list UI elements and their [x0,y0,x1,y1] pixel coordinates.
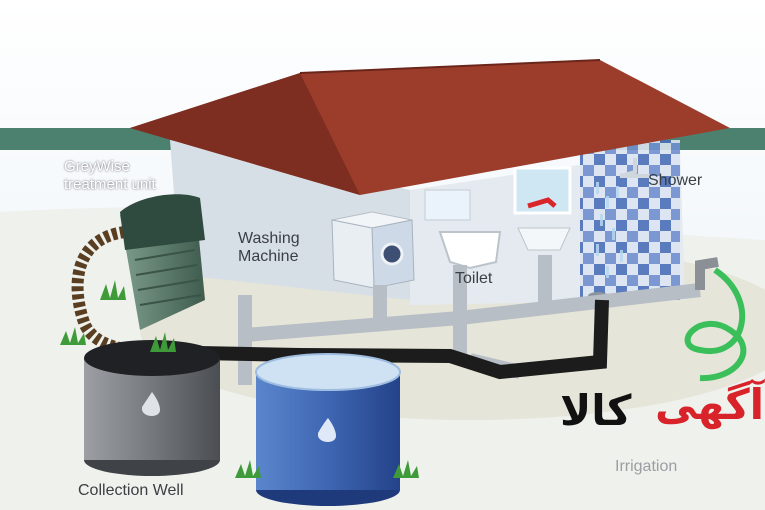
shower-head [619,158,650,178]
collection-well-drop-icon [142,392,160,416]
black-drain-pipe [149,299,609,380]
label-treatment-unit: GreyWise treatment unit [64,158,156,194]
outdoor-faucet [695,257,719,290]
sink [517,227,571,251]
collection-well-top [84,340,220,376]
label-washing-machine-line2: Machine [238,248,299,265]
watermark-word-1: آگهی [655,380,765,429]
label-treatment-unit-line2: treatment unit [64,176,156,193]
shower-tiles [580,140,680,300]
treatment-unit-lid [120,194,205,250]
label-irrigation: Irrigation [615,458,678,475]
basin-cabinet [424,189,471,221]
label-treatment-unit-line1: GreyWise [64,158,130,175]
storage-tank-top [255,353,401,391]
watermark-word-2: کالا [560,386,632,435]
label-collection-well: Collection Well [78,482,184,499]
treatment-unit-ribs [134,249,202,306]
storage-tank-drop-icon [318,418,336,442]
window [513,166,572,215]
roof-left-slope [130,73,360,195]
shower-water [596,182,623,278]
grass-tufts [60,280,419,478]
label-washing-machine-line1: Washing [238,230,300,247]
roof-ridge [299,59,601,74]
label-shower: Shower [648,172,703,189]
hose [684,267,747,382]
label-washing-machine: Washing Machine [238,230,300,266]
tap [527,197,557,209]
toilet [438,231,502,270]
washing-machine-side [331,219,375,289]
label-toilet: Toilet [455,270,493,287]
washing-machine-door [380,242,404,266]
